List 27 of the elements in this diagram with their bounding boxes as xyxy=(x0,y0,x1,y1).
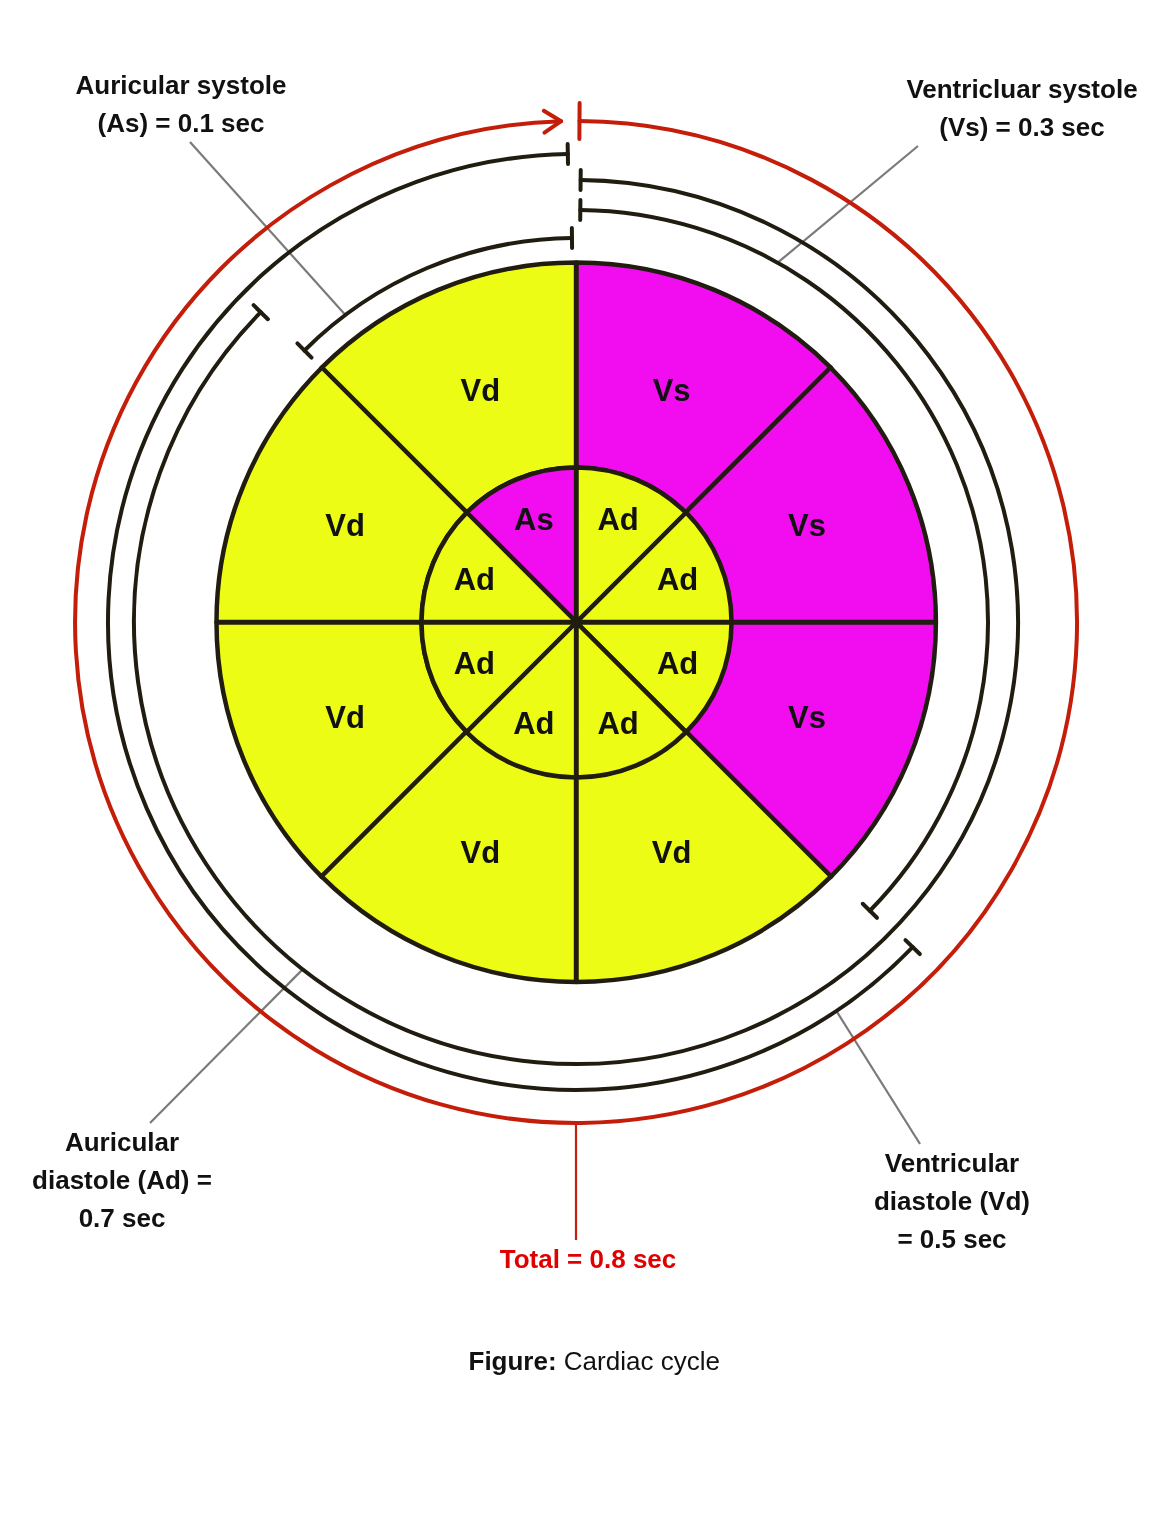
sector-label: Vd xyxy=(651,835,692,870)
leader-line xyxy=(149,968,304,1124)
duration-label: Ventricluar systole (Vs) = 0.3 sec xyxy=(905,70,1139,146)
sector-label: Ad xyxy=(656,562,699,597)
duration-label: Auricular diastole (Ad) = 0.7 sec xyxy=(31,1123,213,1237)
sector-label: Ad xyxy=(597,706,639,741)
sector-label: As xyxy=(514,503,554,538)
sector-label: Ad xyxy=(656,647,699,682)
sector-label: Vd xyxy=(460,835,501,870)
sector-label: Vd xyxy=(460,374,501,408)
sector-label: Ad xyxy=(453,647,495,682)
sector-label: Ad xyxy=(453,562,495,597)
sector-label: Vs xyxy=(788,509,826,544)
leader-line xyxy=(776,145,919,264)
sector-label: Vd xyxy=(325,509,365,544)
sector-label: Vs xyxy=(788,700,826,735)
duration-label: Auricular systole (As) = 0.1 sec xyxy=(74,66,288,142)
sector-label: Ad xyxy=(513,706,555,741)
sector-label: Vd xyxy=(325,700,365,735)
sector-label: Vs xyxy=(652,374,691,408)
sector-label: Ad xyxy=(597,503,639,538)
leader-line xyxy=(189,141,347,316)
duration-label: Ventricular diastole (Vd) = 0.5 sec xyxy=(872,1144,1032,1258)
leader-line xyxy=(835,1010,921,1145)
duration-label: Total = 0.8 sec xyxy=(498,1240,678,1278)
leader-line xyxy=(574,1123,578,1240)
figure-caption: Figure: Cardiac cycle xyxy=(468,1345,720,1378)
